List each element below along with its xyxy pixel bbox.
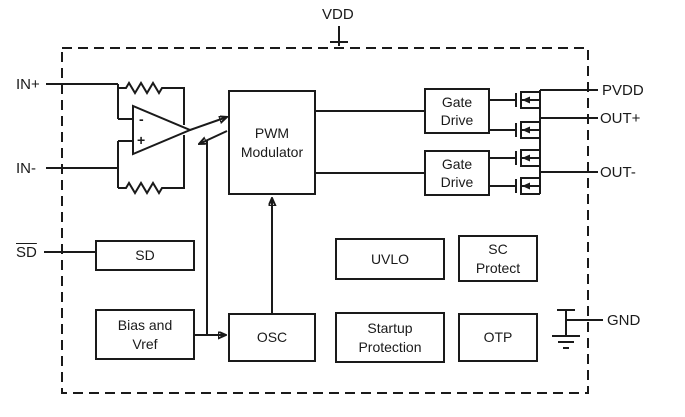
pin-label-out-plus: OUT+ — [600, 110, 641, 127]
pin-label-pvdd: PVDD — [602, 82, 644, 99]
block-osc-label: OSC — [256, 329, 288, 346]
mosfet-bridge-bottom — [490, 149, 540, 195]
block-gate-drive-bottom: Gate Drive — [424, 150, 490, 196]
block-gate-drive-top-label: Gate Drive — [440, 93, 474, 128]
pwm-gatedrive-wires — [316, 110, 424, 174]
block-startup-protection: Startup Protection — [335, 312, 445, 363]
block-bias-vref: Bias and Vref — [95, 309, 195, 360]
block-gate-drive-bottom-label: Gate Drive — [440, 155, 474, 190]
block-sc-protect: SC Protect — [458, 235, 538, 282]
opamp-noninverting-label: + — [137, 132, 146, 148]
pin-label-in-minus: IN- — [16, 160, 36, 177]
block-otp-label: OTP — [483, 329, 513, 346]
ground-symbol-icon — [552, 335, 580, 349]
block-uvlo-label: UVLO — [370, 250, 410, 267]
block-uvlo: UVLO — [335, 238, 445, 280]
block-osc: OSC — [228, 313, 316, 362]
block-gate-drive-top: Gate Drive — [424, 88, 490, 134]
block-bias-vref-label: Bias and Vref — [117, 317, 173, 352]
amp-pwm-wires — [189, 117, 227, 335]
block-startup-protection-label: Startup Protection — [358, 320, 422, 355]
pin-label-sd: SD — [16, 244, 37, 261]
output-rail-wires — [539, 89, 598, 194]
input-wires — [46, 83, 133, 188]
block-sd-label: SD — [135, 247, 155, 264]
feedback-resistor-top-icon — [118, 81, 185, 125]
pin-label-vdd: VDD — [322, 6, 354, 23]
block-sc-protect-label: SC Protect — [475, 241, 521, 276]
block-pwm-modulator-label: PWM Modulator — [240, 125, 304, 160]
mosfet-bridge-top — [490, 91, 540, 139]
pin-label-gnd: GND — [607, 312, 641, 329]
block-pwm-modulator: PWM Modulator — [228, 90, 316, 195]
block-sd: SD — [95, 240, 195, 271]
block-otp: OTP — [458, 313, 538, 362]
feedback-resistor-bottom-icon — [118, 135, 185, 195]
boundary-box — [61, 47, 589, 394]
gnd-wire — [557, 309, 603, 336]
vdd-pin-wire — [330, 26, 348, 46]
pin-label-in-plus: IN+ — [16, 76, 40, 93]
opamp-inverting-label: - — [139, 111, 144, 127]
opamp-symbol — [132, 104, 193, 156]
pin-label-out-minus: OUT- — [600, 164, 636, 181]
